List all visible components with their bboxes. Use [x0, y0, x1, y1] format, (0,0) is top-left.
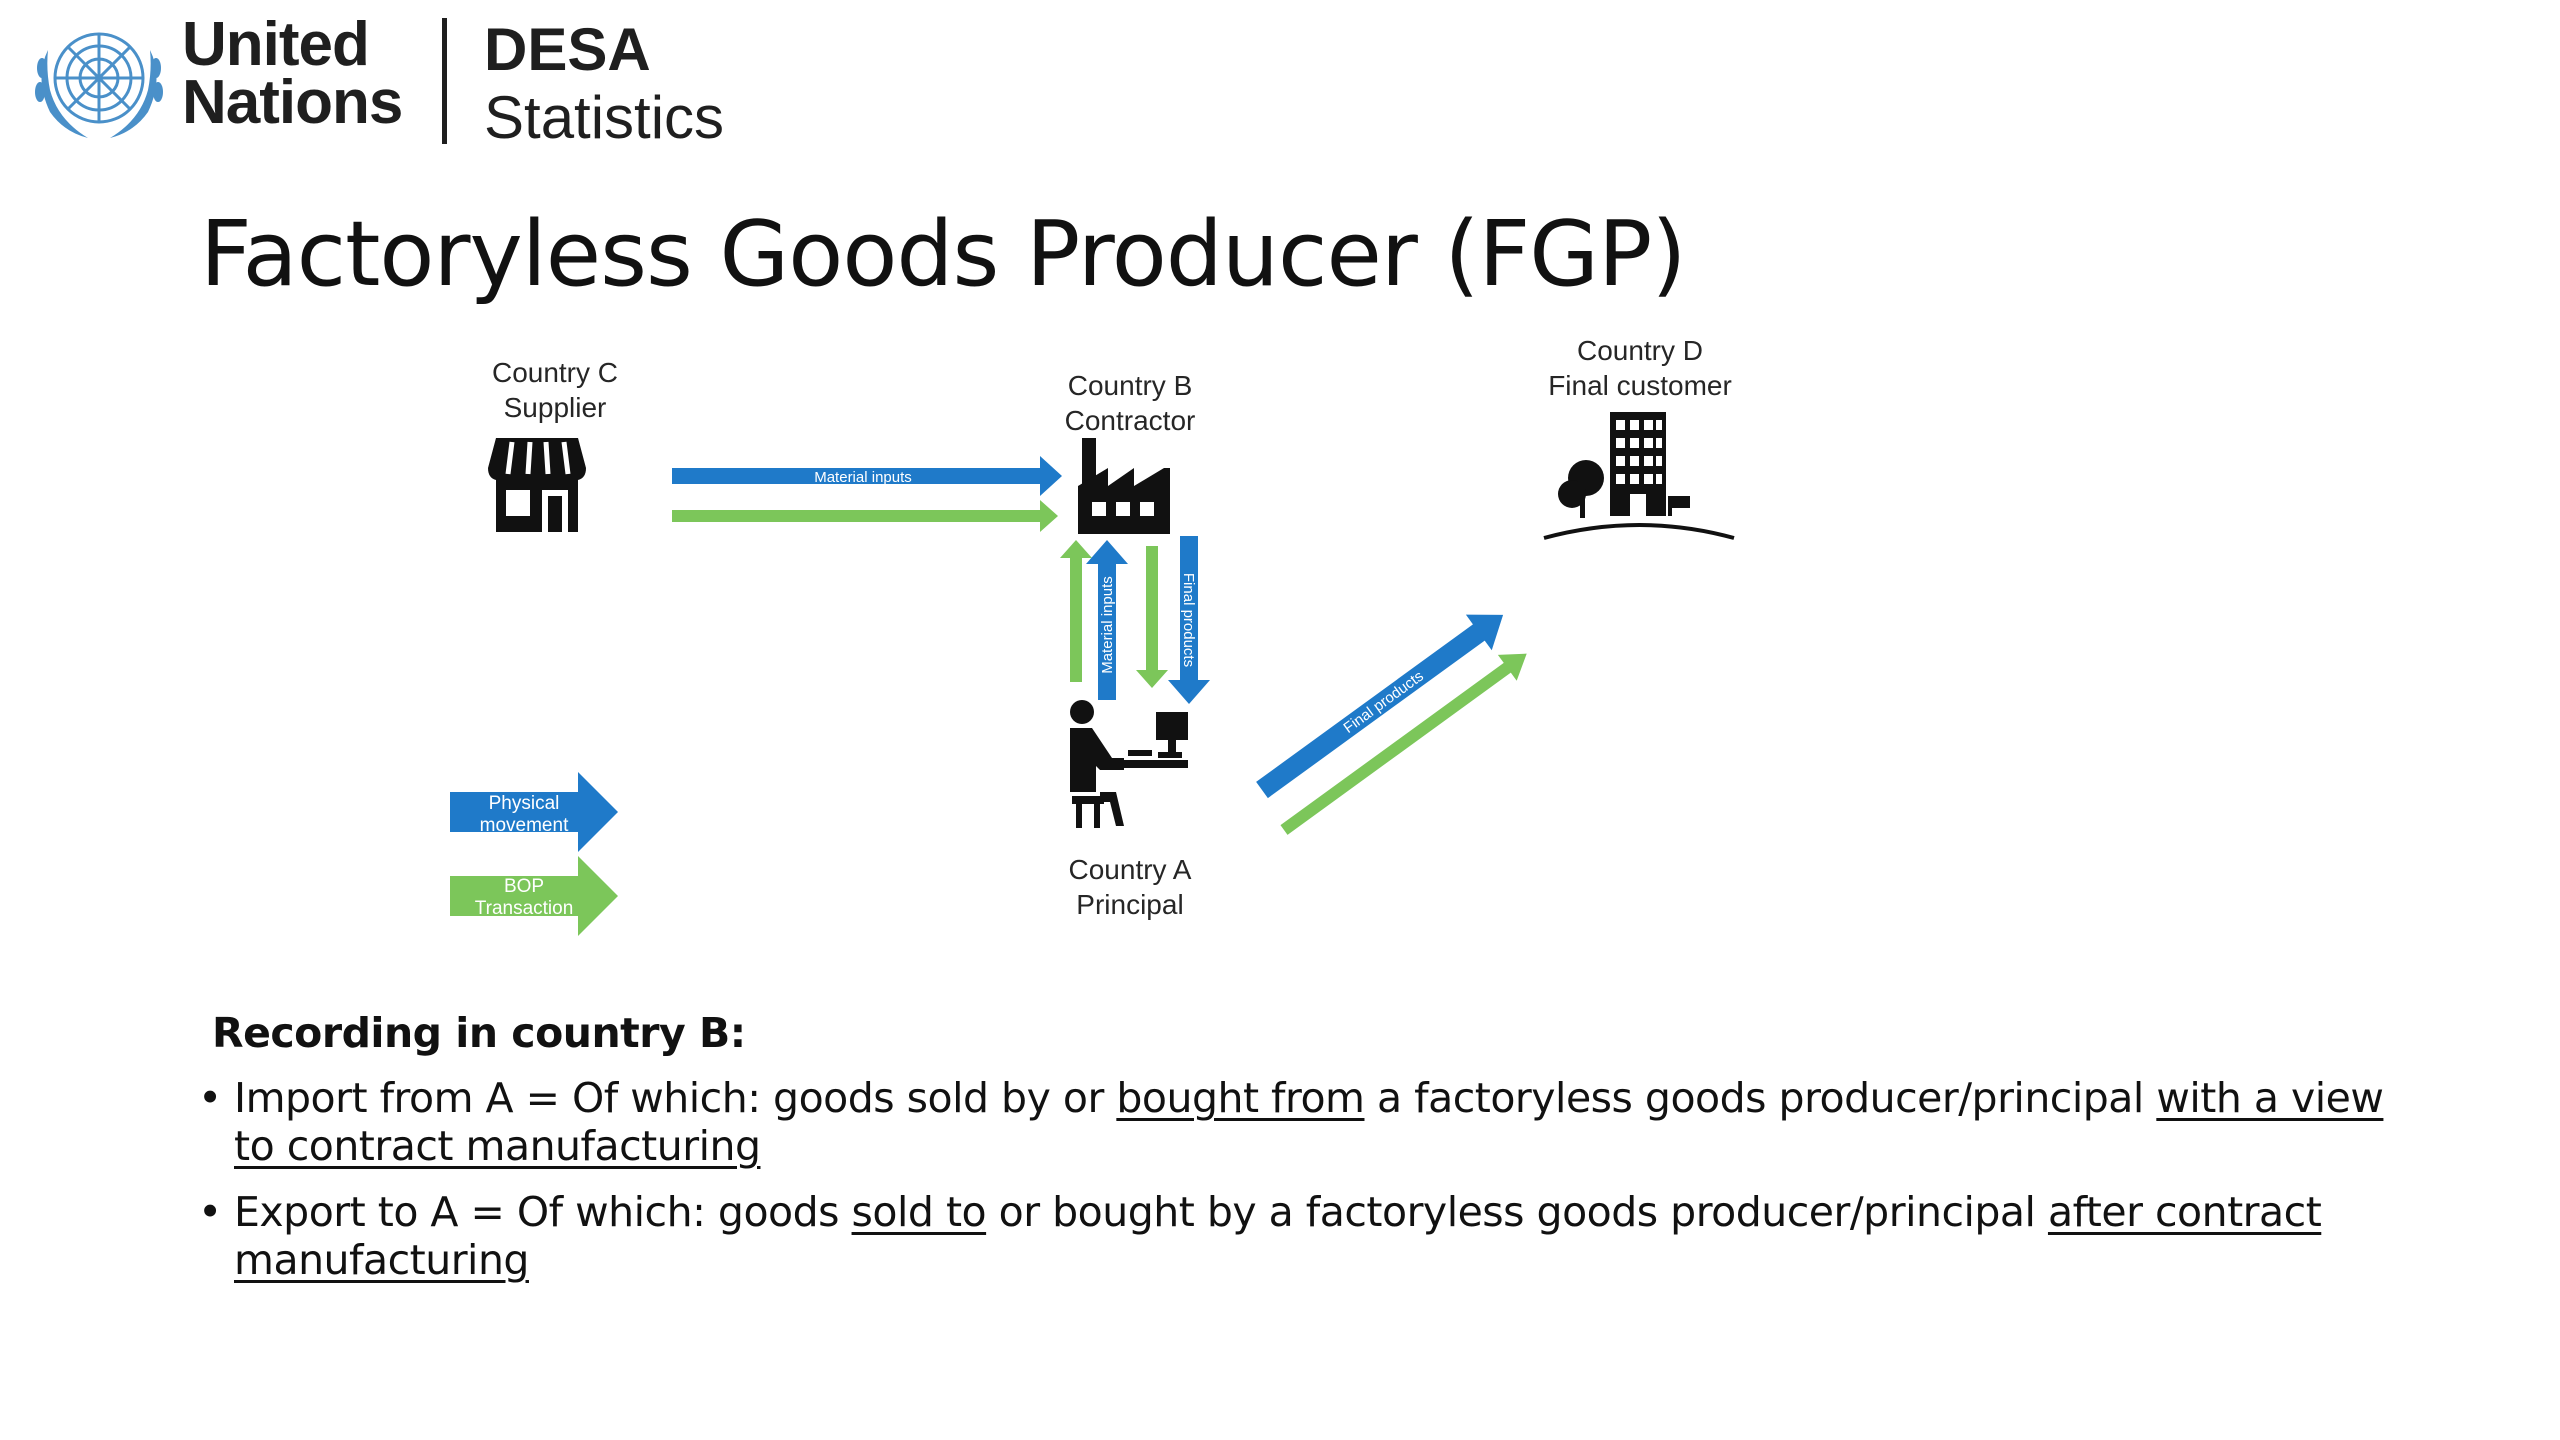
node-country-b-line1: Country B	[1067, 370, 1193, 401]
org-name-line1: United	[182, 10, 370, 79]
arrow-a-to-b-physical	[1086, 540, 1128, 700]
bullet-underlined-phrase: with a view to contract manufacturing	[234, 1074, 2384, 1170]
person-at-computer-icon	[1070, 700, 1188, 828]
legend-physical-arrow	[450, 772, 618, 852]
arrow-a-to-d-physical	[1256, 614, 1504, 799]
node-country-c-line2: Supplier	[503, 392, 607, 423]
arrow-c-to-b-bop	[672, 500, 1058, 532]
arrow-b-to-a-label: Final products	[1180, 573, 1197, 667]
node-country-d-line2: Final customer	[1548, 370, 1732, 401]
bullet-text-part: Export to A = Of which: goods	[234, 1188, 852, 1236]
bullet-text-part: a factoryless goods producer/principal	[1364, 1074, 2157, 1122]
legend-physical-label-line1: Physical	[489, 793, 560, 814]
bullet-marker: •	[198, 1074, 222, 1122]
bullet-text: Export to A = Of which: goods sold to or…	[234, 1188, 2398, 1284]
node-country-a-line1: Country A	[1068, 854, 1192, 885]
building-icon	[1543, 412, 1735, 540]
bullet-text-part: Import from A = Of which: goods sold by …	[234, 1074, 1117, 1122]
arrow-a-to-b-label: Material inputs	[1099, 576, 1116, 674]
bullet-underlined-phrase: after contract manufacturing	[234, 1188, 2322, 1284]
recording-bullet-import: • Import from A = Of which: goods sold b…	[198, 1074, 2398, 1170]
org-name-line2: Nations	[182, 68, 403, 137]
node-country-d-line1: Country D	[1576, 335, 1704, 366]
node-country-d-label: Country D Final customer	[1510, 333, 1770, 403]
arrow-a-to-b-bop	[1060, 540, 1092, 682]
un-emblem-logo	[35, 32, 163, 138]
bullet-text-part: or bought by a factoryless goods produce…	[986, 1188, 2048, 1236]
recording-bullet-export: • Export to A = Of which: goods sold to …	[198, 1188, 2398, 1284]
arrow-a-to-d-label: Final products	[1341, 668, 1427, 737]
bullet-text: Import from A = Of which: goods sold by …	[234, 1074, 2398, 1170]
node-country-b-line2: Contractor	[1064, 405, 1196, 436]
legend-bop-label-line2: Transaction	[475, 898, 574, 919]
page-title: Factoryless Goods Producer (FGP)	[200, 202, 1686, 307]
bullet-marker: •	[198, 1188, 222, 1236]
header-divider	[442, 18, 447, 144]
arrow-a-to-d-bop	[1280, 653, 1527, 835]
node-country-c-label: Country C Supplier	[455, 355, 655, 425]
org-name: United Nations	[182, 10, 403, 137]
node-country-a-label: Country A Principal	[1030, 852, 1230, 922]
legend-physical-label-line2: movement	[480, 815, 569, 836]
bullet-underlined-phrase: sold to	[851, 1188, 987, 1236]
arrow-b-to-a-physical	[1168, 536, 1210, 704]
fgp-flow-diagram: Material inputs Material inputs Final pr…	[450, 412, 1735, 936]
arrow-b-to-a-bop	[1136, 546, 1168, 688]
store-icon	[488, 438, 586, 532]
arrow-c-to-b-label: Material inputs	[814, 469, 912, 486]
dept-name: DESA Statistics	[484, 16, 724, 152]
factory-icon	[1078, 438, 1170, 534]
arrow-c-to-b-physical	[672, 456, 1062, 496]
legend-bop-label-line1: BOP	[504, 876, 544, 897]
dept-name-line2: Statistics	[484, 84, 725, 151]
node-country-b-label: Country B Contractor	[1030, 368, 1230, 438]
bullet-underlined-phrase: bought from	[1116, 1074, 1365, 1122]
node-country-c-line1: Country C	[491, 357, 619, 388]
recording-heading: Recording in country B:	[212, 1009, 746, 1057]
legend-bop-arrow	[450, 856, 618, 936]
dept-name-line1: DESA	[484, 16, 651, 83]
node-country-a-line2: Principal	[1076, 889, 1184, 920]
